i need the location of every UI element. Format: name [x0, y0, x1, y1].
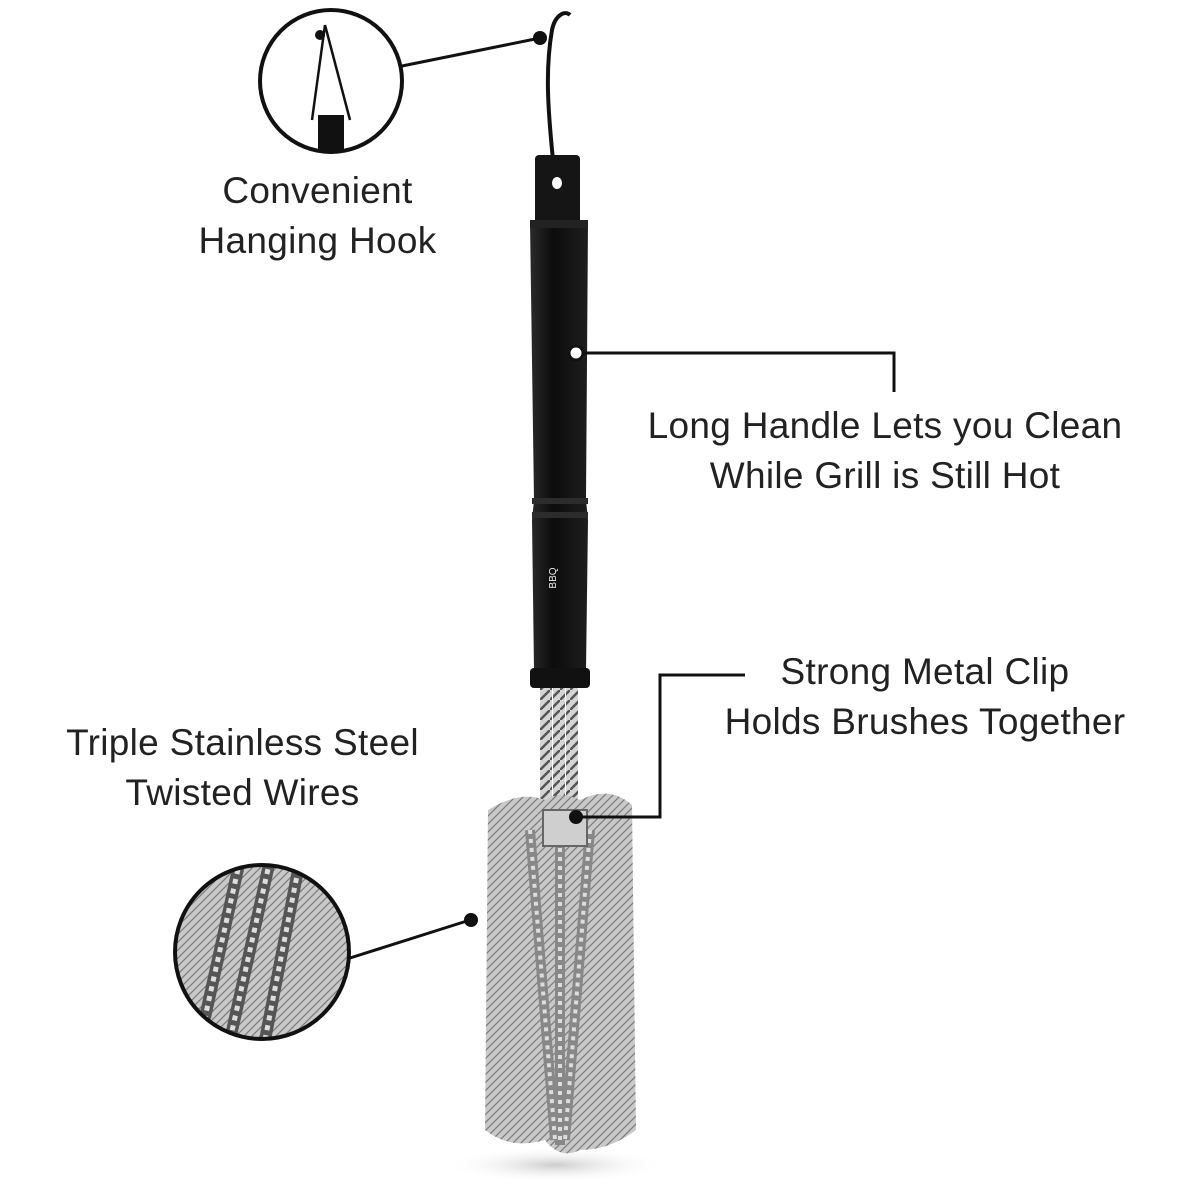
callout-handle-label: Long Handle Lets you Clean While Grill i…: [600, 401, 1170, 501]
brand-logo: BBQ: [548, 567, 559, 588]
callout-dot-handle: [567, 344, 585, 362]
brush-head: [485, 793, 636, 1154]
handle: [530, 155, 590, 688]
label-line: Convenient: [222, 170, 413, 211]
hook-detail-circle: [258, 8, 404, 154]
label-line: Long Handle Lets you Clean: [647, 405, 1123, 446]
label-line: Triple Stainless Steel: [66, 722, 419, 763]
label-line: While Grill is Still Hot: [709, 455, 1061, 496]
callout-hook-label: Convenient Hanging Hook: [150, 166, 485, 266]
label-line: Strong Metal Clip: [780, 651, 1070, 692]
callout-dot-hook: [533, 31, 547, 45]
label-line: Hanging Hook: [198, 220, 437, 261]
wires-detail-circle: [173, 863, 351, 1041]
callout-wires-label: Triple Stainless Steel Twisted Wires: [30, 718, 455, 818]
callout-lines: [349, 36, 896, 960]
callout-dot-clip: [569, 810, 583, 824]
hanging-cord: [545, 11, 572, 161]
label-line: Holds Brushes Together: [724, 701, 1126, 742]
callout-dot-wires: [464, 913, 478, 927]
svg-text:BBQ: BBQ: [548, 567, 559, 588]
callout-clip-label: Strong Metal Clip Holds Brushes Together: [690, 647, 1160, 747]
shadow: [445, 1147, 665, 1183]
label-line: Twisted Wires: [125, 772, 360, 813]
